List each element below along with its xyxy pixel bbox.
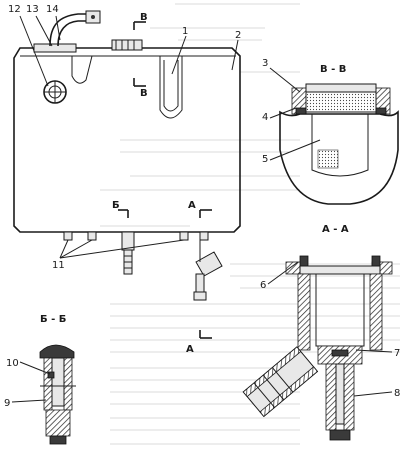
filler-cap xyxy=(111,39,143,51)
leader-lines xyxy=(11,15,393,403)
callout-11: 11 xyxy=(52,260,65,271)
section-title-aa: А - А xyxy=(322,224,349,235)
tank-body xyxy=(13,10,241,301)
section-vv-detail xyxy=(279,83,399,205)
callout-5: 5 xyxy=(262,154,268,165)
vent-pipe xyxy=(49,13,88,47)
section-bb-detail xyxy=(39,344,76,445)
section-letter-a-bottom: А xyxy=(186,344,194,355)
callout-8: 8 xyxy=(394,388,400,399)
callout-3: 3 xyxy=(262,58,268,69)
callout-4: 4 xyxy=(262,112,268,123)
section-letter-a-top: А xyxy=(188,200,196,211)
callout-9: 9 xyxy=(4,398,10,409)
section-markers xyxy=(118,21,212,339)
callout-12: 12 xyxy=(8,4,21,15)
section-title-vv: В - В xyxy=(320,64,346,75)
section-letter-v-top: В xyxy=(140,12,148,23)
section-letter-v-bottom: В xyxy=(140,88,148,99)
callout-14: 14 xyxy=(46,4,59,15)
background-text-lines xyxy=(100,3,400,445)
callout-1: 1 xyxy=(182,26,188,37)
section-title-bb: Б - Б xyxy=(40,314,66,325)
callout-2: 2 xyxy=(235,30,241,41)
callout-13: 13 xyxy=(26,4,39,15)
callout-10: 10 xyxy=(6,358,19,369)
callout-6: 6 xyxy=(260,280,266,291)
callout-7: 7 xyxy=(394,348,400,359)
section-aa-detail xyxy=(242,255,393,441)
vent-flange xyxy=(33,43,77,53)
section-letter-b: Б xyxy=(112,200,120,211)
